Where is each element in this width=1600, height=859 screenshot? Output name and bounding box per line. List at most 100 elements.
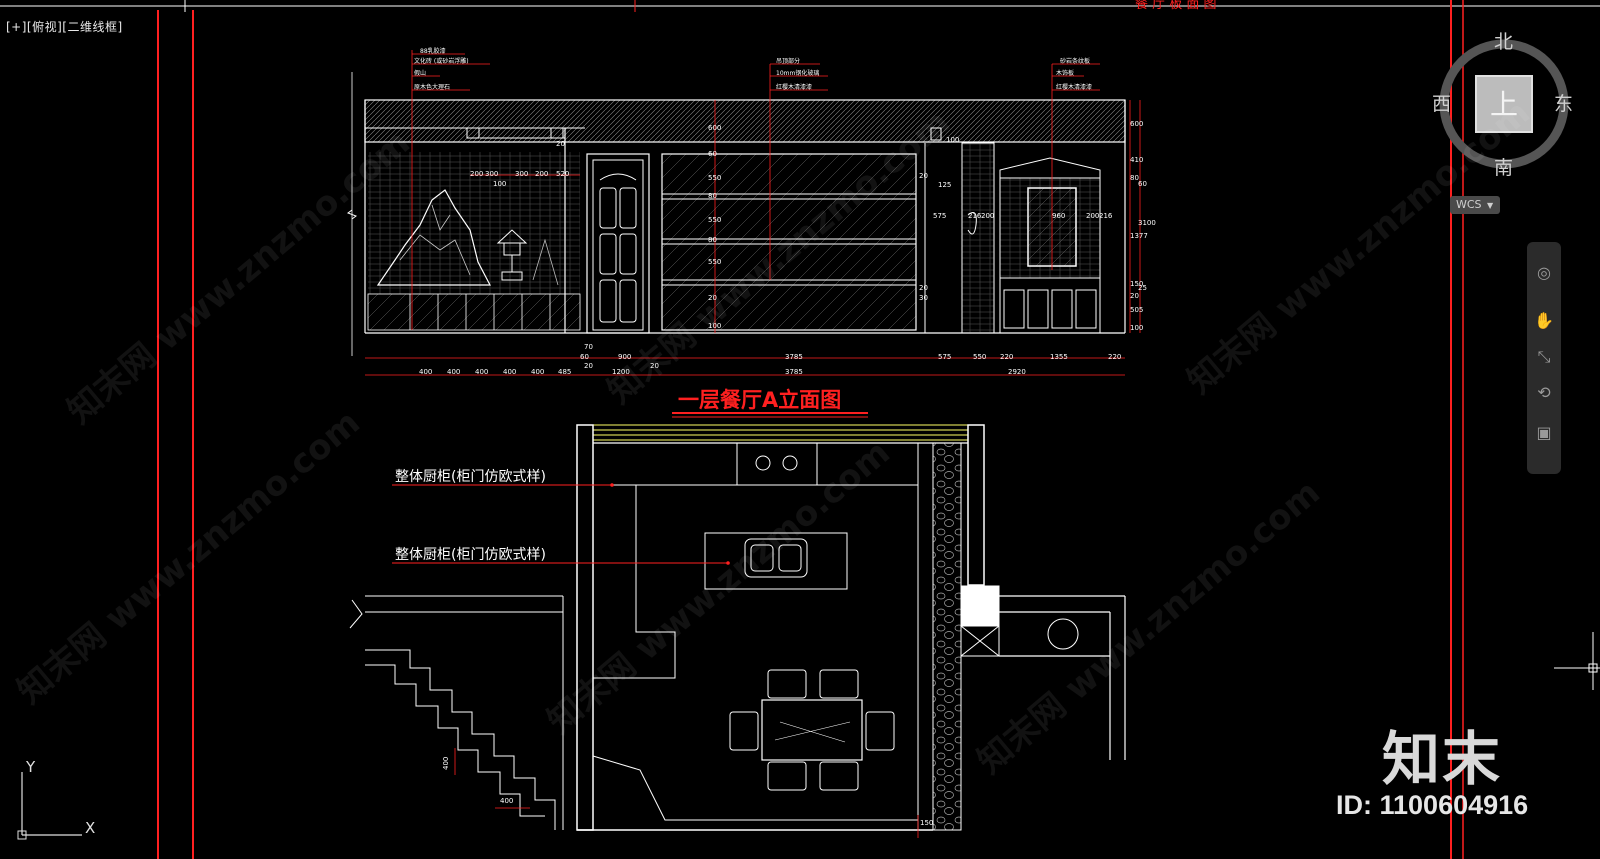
svg-text:400: 400 bbox=[419, 368, 432, 376]
svg-text:20: 20 bbox=[919, 172, 928, 180]
svg-text:200: 200 bbox=[535, 170, 548, 178]
svg-text:20: 20 bbox=[1130, 292, 1139, 300]
svg-text:575: 575 bbox=[938, 353, 951, 361]
compass-west[interactable]: 西 bbox=[1432, 93, 1451, 115]
elevation-drawing[interactable]: 88乳胶漆 文化砖 (或砂岩浮雕) 假山 原木色大理石 吊顶部分 10mm钢化玻… bbox=[346, 47, 1156, 376]
navigation-bar[interactable]: ◎ ✋ ⤡ ⟲ ▣ bbox=[1527, 242, 1561, 474]
svg-text:20: 20 bbox=[919, 284, 928, 292]
svg-text:砂岩条纹板: 砂岩条纹板 bbox=[1060, 57, 1090, 65]
compass-east[interactable]: 东 bbox=[1554, 93, 1573, 115]
svg-text:红樱木清漆漆: 红樱木清漆漆 bbox=[776, 83, 812, 91]
svg-text:100: 100 bbox=[708, 322, 721, 330]
svg-text:200: 200 bbox=[981, 212, 994, 220]
svg-text:575: 575 bbox=[933, 212, 946, 220]
svg-text:100: 100 bbox=[493, 180, 506, 188]
svg-text:上: 上 bbox=[1490, 88, 1518, 121]
svg-text:红樱木清漆漆: 红樱木清漆漆 bbox=[1056, 83, 1092, 91]
floor-plan[interactable]: 400 400 150 bbox=[349, 424, 1126, 838]
svg-text:400: 400 bbox=[500, 797, 513, 805]
viewcube-top-face[interactable] bbox=[1475, 75, 1533, 133]
svg-text:10mm钢化玻璃: 10mm钢化玻璃 bbox=[776, 69, 819, 77]
ucs-icon: Y X bbox=[17, 758, 95, 840]
svg-text:550: 550 bbox=[708, 216, 721, 224]
svg-text:150: 150 bbox=[1130, 280, 1143, 288]
svg-text:2920: 2920 bbox=[1008, 368, 1026, 376]
compass-north[interactable]: 北 bbox=[1494, 31, 1513, 53]
svg-text:125: 125 bbox=[938, 181, 951, 189]
svg-text:200: 200 bbox=[1086, 212, 1099, 220]
svg-text:960: 960 bbox=[1052, 212, 1065, 220]
brand-logo: 知末 bbox=[1382, 725, 1503, 793]
plan-label-cabinet-2: 整体厨柜(柜门仿欧式样) bbox=[395, 547, 546, 563]
svg-text:400: 400 bbox=[531, 368, 544, 376]
svg-text:100: 100 bbox=[946, 136, 959, 144]
orbit-icon[interactable]: ⟲ bbox=[1537, 383, 1551, 402]
crosshair-cursor-icon bbox=[1554, 632, 1600, 690]
chevron-down-icon: ▼ bbox=[1487, 201, 1494, 210]
svg-text:30: 30 bbox=[919, 294, 928, 302]
svg-text:520: 520 bbox=[556, 170, 569, 178]
svg-text:100: 100 bbox=[1130, 324, 1143, 332]
svg-text:60: 60 bbox=[708, 150, 717, 158]
svg-text:X: X bbox=[85, 819, 95, 837]
svg-text:1200: 1200 bbox=[612, 368, 630, 376]
svg-text:文化砖 (或砂岩浮雕): 文化砖 (或砂岩浮雕) bbox=[414, 57, 469, 65]
svg-text:1377: 1377 bbox=[1130, 232, 1148, 240]
svg-text:20: 20 bbox=[650, 362, 659, 370]
asset-id: ID: 1100604916 bbox=[1336, 790, 1529, 820]
svg-text:216: 216 bbox=[968, 212, 982, 220]
svg-text:200: 200 bbox=[470, 170, 483, 178]
svg-text:1355: 1355 bbox=[1050, 353, 1068, 361]
wcs-menu-button[interactable]: WCS ▼ bbox=[1450, 196, 1500, 214]
svg-text:600: 600 bbox=[708, 124, 721, 132]
svg-text:220: 220 bbox=[1000, 353, 1013, 361]
svg-text:3100: 3100 bbox=[1138, 219, 1156, 227]
viewport-controls-label[interactable]: [+][俯视][二维线框] bbox=[6, 20, 123, 34]
showmotion-icon[interactable]: ▣ bbox=[1536, 423, 1552, 442]
svg-text:410: 410 bbox=[1130, 156, 1143, 164]
svg-text:Y: Y bbox=[25, 758, 36, 776]
svg-text:400: 400 bbox=[503, 368, 516, 376]
svg-text:550: 550 bbox=[708, 258, 721, 266]
svg-text:25: 25 bbox=[1138, 284, 1147, 292]
svg-text:216: 216 bbox=[1099, 212, 1113, 220]
svg-text:80: 80 bbox=[1130, 174, 1139, 182]
svg-text:505: 505 bbox=[1130, 306, 1143, 314]
svg-text:吊顶部分: 吊顶部分 bbox=[776, 57, 800, 65]
zoom-icon[interactable]: ⤡ bbox=[1537, 347, 1551, 366]
svg-text:150: 150 bbox=[920, 819, 933, 827]
svg-text:70: 70 bbox=[584, 343, 593, 351]
pan-hand-icon[interactable]: ✋ bbox=[1534, 311, 1554, 330]
svg-text:300: 300 bbox=[515, 170, 528, 178]
svg-text:550: 550 bbox=[973, 353, 986, 361]
svg-text:400: 400 bbox=[442, 757, 450, 770]
steering-wheel-icon[interactable]: ◎ bbox=[1537, 263, 1551, 282]
svg-text:900: 900 bbox=[618, 353, 631, 361]
wcs-label: WCS bbox=[1456, 198, 1482, 211]
svg-text:485: 485 bbox=[558, 368, 571, 376]
svg-text:600: 600 bbox=[1130, 120, 1143, 128]
svg-text:20: 20 bbox=[708, 294, 717, 302]
plan-label-cabinet-1: 整体厨柜(柜门仿欧式样) bbox=[395, 469, 546, 485]
svg-text:3785: 3785 bbox=[785, 368, 803, 376]
svg-text:400: 400 bbox=[447, 368, 460, 376]
svg-text:80: 80 bbox=[708, 192, 717, 200]
svg-text:550: 550 bbox=[708, 174, 721, 182]
compass-south[interactable]: 南 bbox=[1494, 157, 1513, 179]
elevation-title: 一层餐厅A立面图 bbox=[678, 388, 841, 412]
svg-text:20: 20 bbox=[556, 140, 565, 148]
top-cut-title: 餐 厅 板 面 图 bbox=[1135, 0, 1217, 12]
svg-text:假山: 假山 bbox=[414, 69, 426, 77]
svg-text:20: 20 bbox=[584, 362, 593, 370]
svg-text:木饰板: 木饰板 bbox=[1056, 69, 1074, 77]
svg-text:60: 60 bbox=[580, 353, 589, 361]
viewcube[interactable]: 上 北 南 东 西 bbox=[1432, 31, 1573, 179]
svg-text:60: 60 bbox=[1138, 180, 1147, 188]
svg-text:88乳胶漆: 88乳胶漆 bbox=[420, 47, 446, 55]
svg-text:80: 80 bbox=[708, 236, 717, 244]
svg-text:原木色大理石: 原木色大理石 bbox=[414, 83, 450, 91]
svg-text:300: 300 bbox=[485, 170, 498, 178]
svg-text:3785: 3785 bbox=[785, 353, 803, 361]
